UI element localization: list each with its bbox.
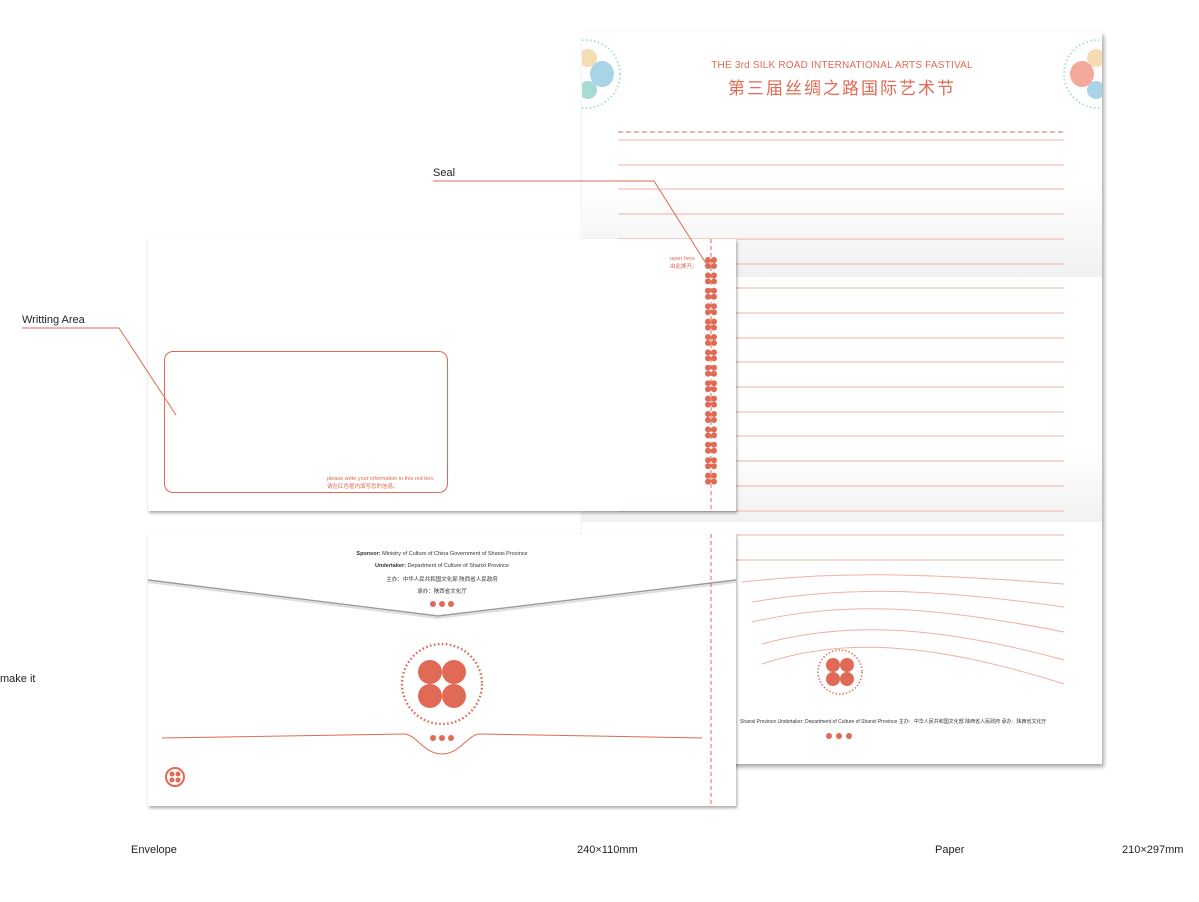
writing-area-annotation: Writting Area bbox=[22, 314, 85, 326]
envelope-back: Sponsor: Ministry of Culture of China Go… bbox=[148, 534, 736, 806]
open-here-text-cn: 由此撕开。 bbox=[670, 264, 698, 270]
paper-title-en: THE 3rd SILK ROAD INTERNATIONAL ARTS FAS… bbox=[711, 60, 973, 71]
undertaker-label: Undertaker: bbox=[375, 563, 406, 569]
paper-footer-credits: Shanxi Province Undertaker: Department o… bbox=[740, 719, 1047, 725]
undertaker-line: Undertaker: Department of Culture of Sha… bbox=[148, 563, 736, 569]
seal-flower bbox=[705, 364, 717, 377]
small-corner-logo bbox=[165, 767, 185, 787]
paper-flower-ornament bbox=[826, 733, 852, 739]
paper-title-cn: 第三届丝绸之路国际艺术节 bbox=[728, 79, 956, 99]
corner-logo-right bbox=[1063, 39, 1102, 109]
writing-area-box bbox=[164, 351, 448, 493]
organizer-cn-line: 承办：陕西省文化厅 bbox=[417, 589, 467, 595]
seal-annotation: Seal bbox=[433, 167, 456, 179]
back-flower-ornament-bottom bbox=[430, 735, 454, 741]
envelope-front: open here. 由此撕开。 please write your infor… bbox=[148, 239, 736, 511]
seal-flower bbox=[705, 303, 717, 316]
make-it-annotation: make it bbox=[0, 673, 36, 685]
seal-leader-line bbox=[433, 180, 708, 266]
envelope-caption: Envelope bbox=[131, 844, 177, 856]
back-flower-ornament-top bbox=[430, 601, 454, 607]
paper-caption: Paper bbox=[935, 844, 965, 856]
envelope-size-caption: 240×110mm bbox=[577, 844, 638, 856]
corner-logo-left bbox=[582, 39, 621, 109]
envelope-flap-shadow bbox=[148, 581, 736, 620]
envelope-flap-edge bbox=[148, 579, 736, 617]
host-cn-line: 主办：中华人民共和国文化部 陕西省人民政府 bbox=[386, 577, 498, 583]
envelope-center-logo bbox=[400, 642, 484, 726]
paper-bottom-logo bbox=[817, 649, 863, 695]
sponsor-line: Sponsor: Ministry of Culture of China Go… bbox=[148, 551, 736, 557]
envelope-front-artwork bbox=[705, 239, 717, 511]
seal-ornaments bbox=[705, 257, 717, 485]
seal-flower bbox=[705, 395, 717, 408]
box-note-cn: 请在红色框内填写您的信息。 bbox=[327, 484, 399, 490]
writing-area-leader-line bbox=[22, 327, 177, 416]
seal-flower bbox=[705, 257, 717, 269]
seal-flower bbox=[705, 472, 717, 485]
seal-flower bbox=[705, 334, 717, 346]
sponsor-label: Sponsor: bbox=[356, 551, 381, 557]
seal-flower bbox=[705, 441, 717, 454]
envelope-back-curve-line bbox=[161, 733, 703, 755]
envelope-back-artwork bbox=[148, 534, 736, 806]
seal-flower bbox=[705, 349, 717, 362]
paper-size-caption: 210×297mm bbox=[1122, 844, 1184, 856]
box-note-en: please write your information in this re… bbox=[327, 476, 435, 482]
seal-flower bbox=[705, 318, 717, 331]
paper-wave-lines bbox=[741, 574, 1065, 685]
undertaker-text: Department of Culture of Shanxi Province bbox=[405, 563, 509, 569]
sponsor-text: Ministry of Culture of China Government … bbox=[380, 551, 528, 557]
seal-flower bbox=[705, 287, 717, 300]
seal-flower bbox=[705, 380, 717, 393]
open-here-text-en: open here. bbox=[670, 256, 697, 262]
seal-flower bbox=[705, 457, 717, 470]
seal-flower bbox=[705, 426, 717, 439]
seal-flower bbox=[705, 272, 717, 285]
seal-flower bbox=[705, 411, 717, 423]
